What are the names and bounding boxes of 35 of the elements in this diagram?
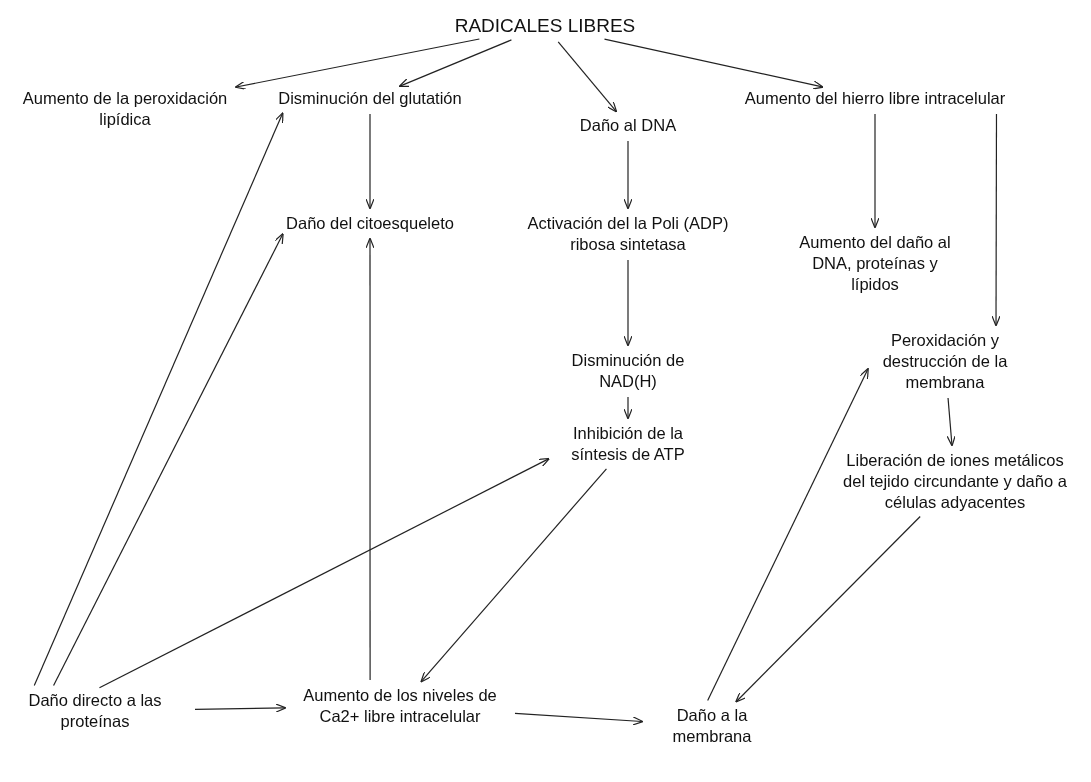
arrow bbox=[194, 703, 287, 713]
arrow bbox=[234, 38, 480, 90]
node-label: Aumento de la peroxidación lipídica bbox=[21, 88, 229, 131]
arrow bbox=[52, 232, 284, 687]
node-label: Aumento de los niveles de Ca2+ libre intracelular bbox=[302, 685, 498, 728]
arrow bbox=[365, 113, 375, 210]
node-label: Daño del citoesqueleto bbox=[285, 213, 455, 234]
node-label: Daño directo a las proteínas bbox=[27, 690, 163, 733]
arrow bbox=[514, 712, 644, 726]
node-label: Peroxidación y destrucción de la membrana bbox=[881, 330, 1009, 394]
node-label: Liberación de iones metálicos del tejido circundante y daño a células adyacentes bbox=[842, 450, 1068, 514]
node-label: Aumento del hierro libre intracelular bbox=[743, 88, 1007, 109]
node-label: Inhibición de la síntesis de ATP bbox=[570, 423, 686, 466]
arrow bbox=[707, 367, 869, 702]
arrow bbox=[946, 397, 956, 447]
arrow bbox=[623, 259, 633, 347]
arrow bbox=[991, 113, 1001, 327]
node-label: Daño al DNA bbox=[578, 115, 678, 136]
arrow bbox=[398, 39, 512, 88]
arrow bbox=[98, 457, 551, 689]
arrow bbox=[557, 41, 618, 113]
arrow bbox=[365, 237, 375, 681]
arrow bbox=[735, 515, 921, 703]
arrow bbox=[33, 112, 284, 686]
arrow bbox=[870, 113, 880, 229]
node-label: Disminución de NAD(H) bbox=[570, 350, 686, 393]
node-label: Disminución del glutatión bbox=[277, 88, 463, 109]
node-label: Activación del la Poli (ADP) ribosa sintetasa bbox=[526, 213, 730, 256]
node-label: Daño a la membrana bbox=[671, 705, 753, 748]
node-label: Aumento del daño al DNA, proteínas y lípidos bbox=[798, 232, 952, 296]
arrow bbox=[420, 468, 608, 683]
arrow bbox=[603, 38, 824, 90]
node-label: RADICALES LIBRES bbox=[453, 14, 637, 38]
arrow bbox=[623, 140, 633, 210]
arrow bbox=[623, 396, 633, 420]
